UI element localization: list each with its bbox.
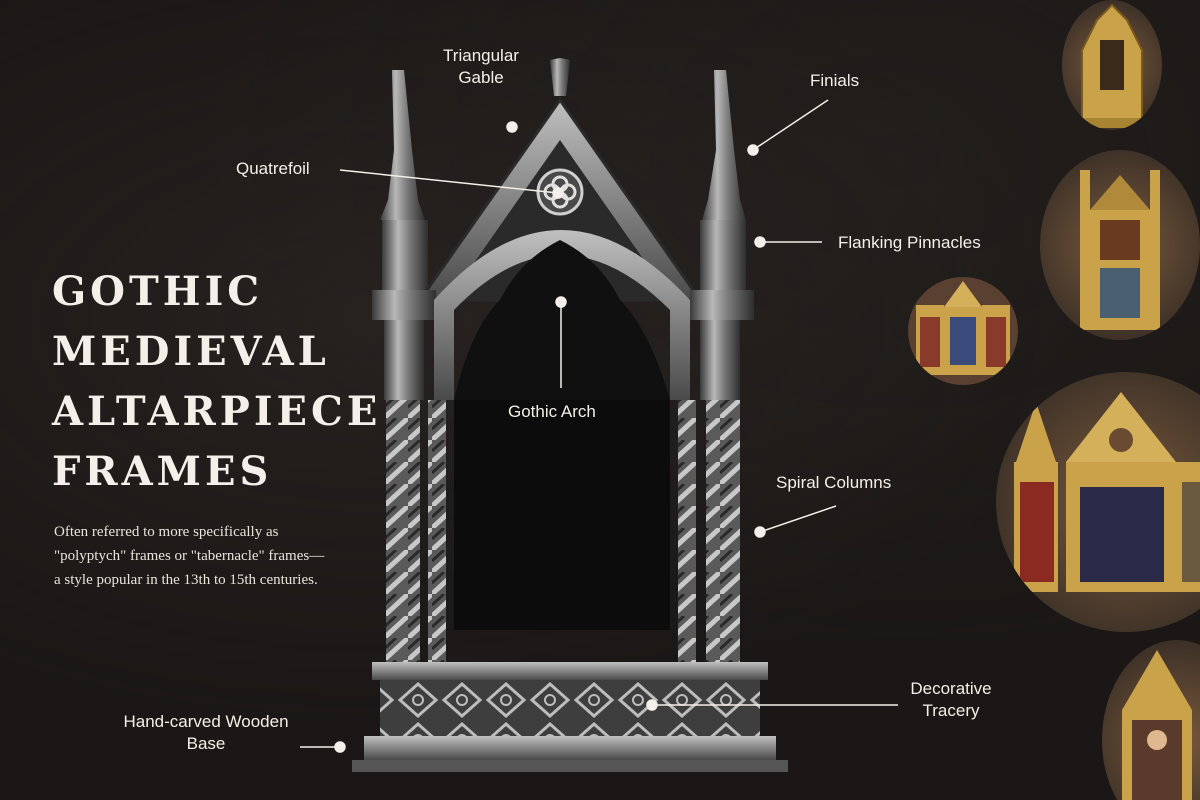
title-line-4: Frames bbox=[52, 448, 273, 495]
frame-right-pinnacle bbox=[700, 70, 746, 290]
altarpiece-thumbnail-3 bbox=[1014, 392, 1200, 592]
title-line-2: Medieval bbox=[52, 328, 330, 375]
example-altarpiece-image-3 bbox=[996, 372, 1200, 632]
title-line-1: Gothic bbox=[52, 268, 264, 315]
label-flanking-pinnacles: Flanking Pinnacles bbox=[838, 233, 981, 252]
frame-base bbox=[352, 662, 788, 772]
frame-columns bbox=[372, 290, 754, 662]
example-triptych-image bbox=[908, 277, 1018, 385]
label-base-line-2: Base bbox=[186, 734, 226, 753]
description-line-1: Often referred to more specifically as bbox=[54, 524, 279, 540]
altarpiece-thumbnail-1 bbox=[1078, 3, 1146, 128]
title-block: Gothic Medieval Altarpiece Frames bbox=[52, 262, 382, 502]
label-finials: Finials bbox=[810, 71, 860, 90]
example-altarpiece-image-1 bbox=[1062, 0, 1162, 130]
description-line-2: "polyptych" frames or "tabernacle" frame… bbox=[54, 548, 325, 564]
label-triangular-gable: Triangular Gable bbox=[426, 45, 536, 89]
description-line-3: a style popular in the 13th to 15th cent… bbox=[54, 572, 318, 588]
label-base-line-1: Hand-carved Wooden bbox=[123, 712, 289, 731]
callout-dot-gable bbox=[506, 121, 518, 133]
callout-lines bbox=[300, 99, 898, 753]
label-gothic-arch: Gothic Arch bbox=[508, 402, 596, 421]
frame-arch bbox=[434, 230, 690, 630]
label-spiral-columns: Spiral Columns bbox=[776, 473, 892, 492]
triptych-thumbnail bbox=[916, 281, 1010, 375]
example-altarpiece-image-2 bbox=[1040, 150, 1200, 340]
label-triangular-gable-line-2: Gable bbox=[458, 68, 504, 87]
label-base: Hand-carved Wooden Base bbox=[108, 711, 304, 755]
example-altarpiece-image-4 bbox=[1102, 640, 1200, 800]
label-quatrefoil: Quatrefoil bbox=[236, 159, 310, 178]
title-line-3: Altarpiece bbox=[52, 388, 382, 435]
label-decorative-tracery-line-1: Decorative bbox=[910, 679, 992, 698]
label-triangular-gable-line-1: Triangular bbox=[443, 46, 519, 65]
frame-left-pinnacle bbox=[380, 70, 428, 290]
label-decorative-tracery: Decorative Tracery bbox=[896, 678, 1006, 722]
altarpiece-thumbnail-4 bbox=[1122, 650, 1192, 800]
altarpiece-thumbnail-2 bbox=[1080, 170, 1160, 330]
description: Often referred to more specifically as "… bbox=[54, 520, 374, 592]
label-decorative-tracery-line-2: Tracery bbox=[922, 701, 980, 720]
